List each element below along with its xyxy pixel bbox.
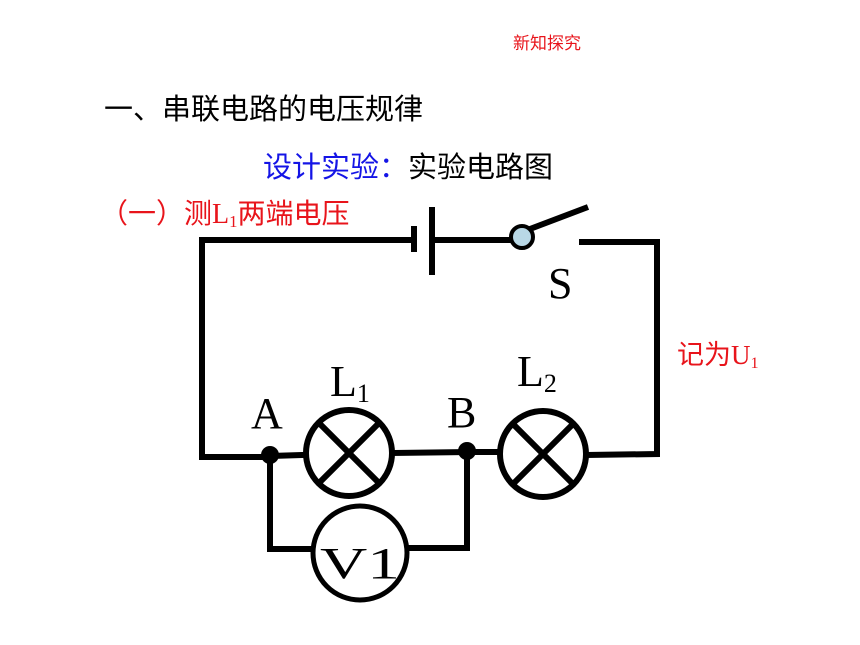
- lamp-l2-icon: [497, 408, 589, 500]
- measure-heading: （一）测L1两端电压: [100, 192, 350, 232]
- note-symbol: U: [731, 340, 751, 370]
- wire-voltmeter-left: [267, 453, 315, 552]
- switch-icon: [509, 204, 590, 250]
- measure-suffix: 两端电压: [237, 197, 350, 230]
- lamp-l1-icon: [303, 407, 395, 499]
- lamp-l2-sub: 2: [544, 369, 557, 398]
- measure-sub: 1: [229, 212, 238, 232]
- lamp-l1-symbol: L: [330, 357, 357, 406]
- lamp-l1-label: L1: [330, 357, 370, 408]
- wire-l1-b: [390, 448, 471, 457]
- voltmeter-icon: [310, 503, 410, 603]
- battery-icon: [411, 207, 435, 275]
- wire-top-left: [199, 237, 416, 460]
- page-title: 一、串联电路的电压规律: [104, 92, 424, 126]
- voltmeter-label: V1: [320, 539, 400, 588]
- lamp-l1-sub: 1: [357, 379, 370, 408]
- lamp-l2-symbol: L: [517, 347, 544, 396]
- switch-label: S: [548, 259, 572, 308]
- lamp-l2-label: L2: [517, 347, 557, 398]
- node-b-label: B: [447, 388, 476, 437]
- measure-prefix: （一）测: [100, 197, 213, 230]
- note-prefix: 记为: [677, 340, 731, 371]
- junction-b-dot: [458, 442, 476, 460]
- voltage-note: 记为U1: [677, 333, 759, 373]
- junction-a-dot: [261, 446, 279, 464]
- node-a-label: A: [251, 389, 283, 438]
- design-line: 设计实验：实验电路图: [263, 144, 553, 186]
- note-sub: 1: [750, 354, 759, 373]
- wire-voltmeter-right: [405, 449, 470, 551]
- measure-symbol: L: [212, 199, 230, 230]
- wire-right: [579, 239, 660, 459]
- section-header: 新知探究: [513, 34, 581, 54]
- design-label: 设计实验：: [263, 150, 409, 184]
- design-text: 实验电路图: [408, 150, 554, 184]
